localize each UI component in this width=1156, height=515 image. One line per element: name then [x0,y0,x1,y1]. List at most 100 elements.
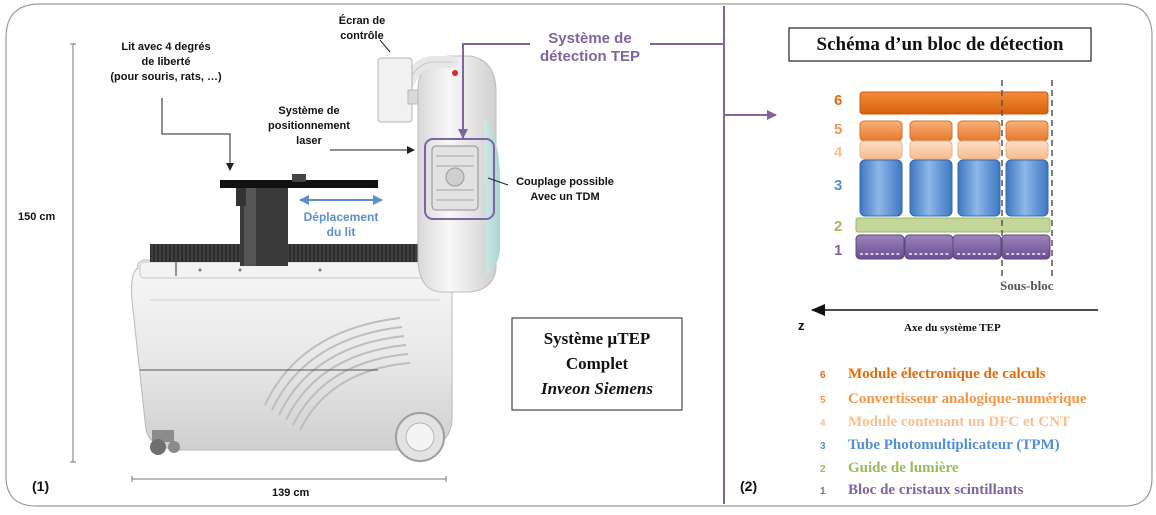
legend-item: 1 Bloc de cristaux scintillants [820,482,1023,502]
base-top-strip [139,261,441,279]
bed-label-line: Lit avec 4 degrés [121,41,211,53]
legend-number: 2 [820,464,826,475]
system-box-line: Système µTEP [543,329,651,348]
layer-4-module-4 [1005,140,1049,160]
screen-leader [379,39,391,53]
layer-number-1: 1 [834,242,843,259]
bed-label-line: de liberté [141,56,191,68]
layer-1-crystal-block-2 [904,234,954,260]
detection-ring-box [424,138,495,220]
crystal-pixel [1037,253,1041,255]
legend-text: Module électronique de calculs [848,366,1046,382]
bed-leader [161,98,234,171]
layer-1-crystal-block-4 [1001,234,1051,260]
panel-marker-right: (2) [740,478,758,494]
axis-label: Axe du système TEP [904,322,1001,334]
outer-frame [5,3,1153,507]
movement-label-line: Déplacement [303,210,379,224]
legend-number: 4 [820,418,826,429]
bed-label-line: (pour souris, rats, …) [110,71,222,83]
crystal-pixel [988,253,992,255]
layer-number-4: 4 [834,144,843,161]
legend-text: Tube Photomultiplicateur (TPM) [848,437,1060,453]
crystal-pixel [957,253,960,255]
crystal-pixel [1011,253,1015,255]
layer-6-electronic-module [859,91,1049,115]
layer-4-module-3 [957,140,1001,160]
crystal-pixel [1032,253,1035,255]
crystal-pixel [896,253,900,255]
axis-letter: z [798,318,805,333]
movement-label: Déplacement du lit [296,210,386,240]
layer-2-light-guide [855,217,1051,233]
crystal-pixel [945,253,949,255]
sub-block-label: Sous-bloc [1000,278,1054,293]
crystal-pixel [1021,253,1025,255]
layer-4-module-2 [909,140,953,160]
left-annotations [70,39,724,482]
crystal-pixel [870,253,874,255]
coupling-label-line: Couplage possible [516,176,614,188]
system-box [511,317,683,411]
crystal-pixel [1016,253,1020,255]
laser-label: Système de positionnement laser [254,104,364,149]
crystal-pixel [924,253,928,255]
panel-marker-left: (1) [32,478,50,494]
bed-label: Lit avec 4 degrés de liberté (pour souri… [96,40,236,85]
legend-item: 2 Guide de lumière [820,460,959,480]
crystal-pixel [1006,253,1009,255]
legend-text: Convertisseur analogique-numérique [848,391,1087,407]
legend-number: 5 [820,395,826,406]
detection-leader [458,43,530,139]
legend-item: 6 Module électronique de calculs [820,366,1046,386]
crystal-pixel [880,253,884,255]
legend-text: Module contenant un DFC et CNT [848,414,1071,430]
base-grille [264,317,411,431]
laser-label-line: Système de [278,105,340,117]
legend-number: 6 [820,370,826,381]
detection-label-line: détection TEP [539,48,640,65]
layer-4-module-1 [859,140,903,160]
legend-text: Guide de lumière [848,460,959,476]
layer-5-adc-3 [957,120,1001,142]
crystal-pixel [875,253,879,255]
right-title-box [788,27,1092,62]
tower-accent [484,120,500,276]
crystal-pixel [909,253,912,255]
legend-text: Bloc de cristaux scintillants [848,482,1024,498]
legend-number: 1 [820,486,826,497]
scanner-illustration [131,55,500,462]
height-label: 150 cm [18,211,56,223]
crystal-pixel [993,253,997,255]
layer-3-pmt-2 [909,159,953,217]
screen-label-line: Écran de [338,15,386,27]
crystal-pixel [1042,253,1046,255]
legend-item: 5 Convertisseur analogique-numérique [820,391,1086,411]
detection-label-line: Système de [548,30,632,47]
detection-label: Système de détection TEP [520,30,660,66]
crystal-pixel [962,253,966,255]
crystal-pixel [865,253,869,255]
animal-bed [220,180,378,188]
crystal-pixel [940,253,944,255]
crystal-pixel [1026,253,1030,255]
legend-item: 4 Module contenant un DFC et CNT [820,414,1070,434]
crystal-pixel [972,253,976,255]
crystal-pixel [860,253,863,255]
crystal-pixel [914,253,918,255]
system-box-line: Complet [565,354,629,373]
screen-label-line: contrôle [340,30,384,42]
layer-number-2: 2 [834,218,843,235]
movement-label-line: du lit [326,225,356,239]
laser-label-line: laser [296,135,322,147]
layer-3-pmt-4 [1005,159,1049,217]
crystal-pixel [983,253,986,255]
layer-number-3: 3 [834,177,843,194]
system-box-italic: Inveon Siemens [541,379,653,398]
crystal-pixel [935,253,938,255]
casters [150,430,180,455]
laser-label-line: positionnement [268,120,350,132]
